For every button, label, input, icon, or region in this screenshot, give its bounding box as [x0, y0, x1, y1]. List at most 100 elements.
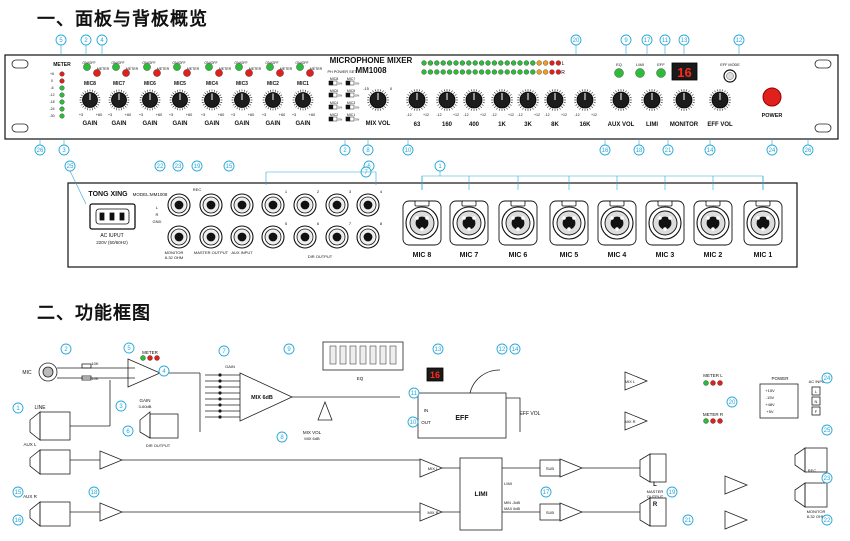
knob-tick	[269, 108, 272, 111]
knob-tick	[299, 89, 302, 92]
meter-led	[59, 71, 65, 77]
diagram-eq-slider	[329, 345, 337, 365]
knob-tick	[534, 92, 536, 94]
knob-tick	[627, 106, 629, 108]
level-led	[536, 60, 542, 66]
knob-tick	[269, 89, 272, 92]
eq-min-label: -12	[491, 113, 496, 117]
eq-max-label: +12	[423, 113, 429, 117]
meter-scale-label: -12	[49, 93, 54, 97]
callout-number: 20	[573, 38, 580, 44]
level-led	[536, 69, 542, 75]
callout-number: 14	[512, 347, 519, 353]
phantom-on-label: ON	[355, 118, 360, 122]
knob-tick	[498, 89, 500, 92]
right-knob-label: LIMI	[646, 122, 658, 128]
callout-badge: 3	[115, 400, 127, 412]
knob-tick	[496, 90, 498, 93]
callout-number: 11	[411, 391, 418, 397]
diagram-ac-pin-label: L	[815, 389, 818, 394]
knob-tick	[451, 107, 453, 110]
level-led	[440, 60, 446, 66]
callout-badge: 9	[283, 343, 295, 355]
knob-tick	[592, 104, 595, 106]
channel-on-off-label: ON/OFF	[204, 61, 217, 65]
jack-hole	[268, 200, 278, 210]
knob-tick	[188, 101, 191, 104]
knob-tick	[656, 90, 658, 93]
diagram-mic-label: MIC	[22, 370, 32, 376]
phantom-switch-knob	[345, 92, 351, 98]
eq-band-label: 63	[414, 122, 421, 128]
rear-rec-label: REC	[193, 187, 202, 192]
knob-tick	[611, 94, 614, 96]
callout-circle	[407, 416, 419, 428]
indicator-led	[656, 68, 666, 78]
right-knob-label: EFF VOL	[707, 122, 733, 128]
knob-tick	[660, 96, 663, 98]
knob-tick	[263, 103, 266, 106]
level-led	[459, 60, 466, 66]
knob-tick	[385, 104, 388, 106]
knob-tick	[208, 89, 211, 92]
knob-tick	[551, 89, 553, 92]
knob-tick	[716, 108, 718, 111]
diagram-eq-label: EQ	[357, 376, 364, 381]
callout-number: 21	[665, 148, 672, 154]
level-led	[485, 69, 491, 75]
knob-tick	[304, 108, 307, 111]
knob-tick	[155, 92, 158, 95]
power-label: POWER	[762, 113, 783, 119]
eq-min-label: -12	[574, 113, 579, 117]
diagram-wires	[442, 467, 540, 513]
level-led	[530, 69, 536, 75]
knob-tick	[372, 90, 374, 93]
diagram-eff-label: EFF	[455, 415, 469, 422]
ac-input-label: AC IUPUT	[100, 233, 123, 239]
knob-tick	[468, 107, 470, 110]
xlr-latch	[755, 200, 771, 207]
callout-number: 17	[644, 38, 651, 44]
knob-tick	[127, 101, 130, 104]
knob-tick	[82, 105, 85, 108]
diagram-monitor-jack	[794, 482, 806, 508]
eq-max-label: +12	[561, 113, 567, 117]
knob-tick	[659, 94, 662, 96]
rack-ear-slot-br	[814, 123, 832, 133]
knob-tick	[504, 89, 506, 92]
knob-tick	[409, 92, 411, 94]
phantom-item-label: MIC5	[347, 89, 355, 93]
callout-badge: 16	[599, 144, 611, 156]
knob-tick	[575, 94, 578, 96]
level-led	[491, 69, 498, 75]
callout-circle	[821, 372, 833, 384]
knob-tick	[691, 104, 694, 106]
knob-tick	[109, 94, 112, 97]
rear-brand: TONG XING	[88, 191, 128, 198]
knob-tick	[656, 107, 658, 110]
callout-number: 4	[162, 369, 166, 375]
gain-knob	[79, 89, 101, 111]
knob-tick	[82, 92, 85, 95]
channel-meter-label: METER	[187, 67, 200, 71]
gain-label: GAIN	[205, 121, 220, 127]
knob-tick	[262, 101, 265, 104]
phantom-item-label: MIC4	[330, 101, 338, 105]
meter-scale-label: -18	[49, 100, 54, 104]
knob-tick	[559, 90, 561, 93]
knob-tick	[455, 102, 458, 104]
phantom-on-label: ON	[355, 106, 360, 110]
diagram-mix-vol-range: MIX 6dB	[304, 436, 320, 441]
callout-number: 24	[824, 376, 831, 382]
gain-min-label: +3	[139, 113, 143, 117]
diagram-res1-label: 10K	[91, 361, 98, 366]
phantom-switch-knob	[328, 104, 334, 110]
knob-tick	[437, 94, 440, 96]
callout-circle	[154, 160, 166, 172]
diagram-mix-amp-top	[624, 371, 649, 391]
level-r-label: R	[561, 70, 565, 76]
gain-label: GAIN	[83, 121, 98, 127]
knob-tick	[295, 92, 298, 95]
knob-tick	[629, 102, 632, 104]
knob-tick	[476, 108, 478, 111]
